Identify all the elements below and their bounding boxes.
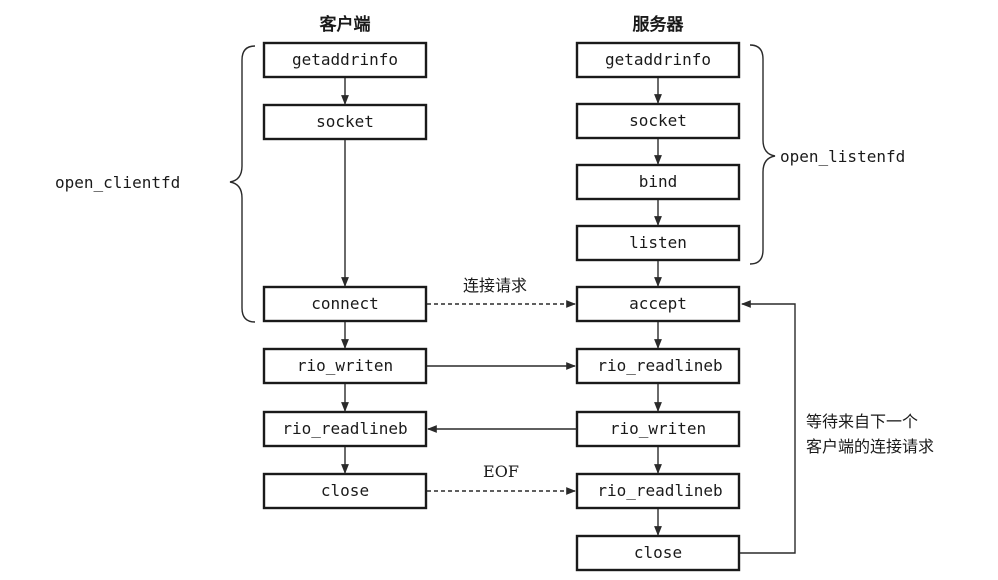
connection-request-label: 连接请求 bbox=[463, 276, 527, 295]
await-label-line1: 等待来自下一个 bbox=[806, 412, 918, 431]
server-close-label: close bbox=[634, 543, 682, 562]
client-header: 客户端 bbox=[319, 14, 371, 35]
server-bind-box: bind bbox=[575, 163, 741, 201]
server-header: 服务器 bbox=[633, 14, 685, 35]
client-close-label: close bbox=[321, 481, 369, 500]
server-rio-writen-box: rio_writen bbox=[575, 410, 741, 448]
server-socket-box: socket bbox=[575, 102, 741, 140]
client-connect-box: connect bbox=[262, 285, 428, 323]
open-listenfd-brace bbox=[749, 44, 776, 265]
client-rio-writen-label: rio_writen bbox=[297, 356, 393, 375]
eof-label: EOF bbox=[483, 462, 519, 481]
server-getaddrinfo-box: getaddrinfo bbox=[575, 41, 741, 79]
client-rio-writen-box: rio_writen bbox=[262, 347, 428, 385]
server-accept-label: accept bbox=[629, 294, 687, 313]
server-getaddrinfo-label: getaddrinfo bbox=[605, 50, 711, 69]
client-getaddrinfo-box: getaddrinfo bbox=[262, 41, 428, 79]
open-clientfd-brace bbox=[229, 45, 256, 323]
server-rio-readlineb-box-2: rio_readlineb bbox=[575, 472, 741, 510]
server-rio-readlineb-label-1: rio_readlineb bbox=[597, 356, 722, 375]
server-listen-box: listen bbox=[575, 224, 741, 262]
server-accept-box: accept bbox=[575, 285, 741, 323]
open-clientfd-label: open_clientfd bbox=[55, 173, 180, 192]
arrow-loop-back-to-accept bbox=[740, 300, 796, 554]
server-rio-writen-label: rio_writen bbox=[610, 419, 706, 438]
server-close-box: close bbox=[575, 534, 741, 572]
client-socket-label: socket bbox=[316, 112, 374, 131]
client-rio-readlineb-box: rio_readlineb bbox=[262, 410, 428, 448]
client-socket-box: socket bbox=[262, 103, 428, 141]
client-getaddrinfo-label: getaddrinfo bbox=[292, 50, 398, 69]
client-close-box: close bbox=[262, 472, 428, 510]
server-bind-label: bind bbox=[639, 172, 678, 191]
await-label-line2: 客户端的连接请求 bbox=[806, 437, 934, 456]
server-listen-label: listen bbox=[629, 233, 687, 252]
server-rio-readlineb-box-1: rio_readlineb bbox=[575, 347, 741, 385]
client-connect-label: connect bbox=[311, 294, 378, 313]
client-rio-readlineb-label: rio_readlineb bbox=[282, 419, 407, 438]
server-socket-label: socket bbox=[629, 111, 687, 130]
server-rio-readlineb-label-2: rio_readlineb bbox=[597, 481, 722, 500]
open-listenfd-label: open_listenfd bbox=[780, 147, 905, 166]
